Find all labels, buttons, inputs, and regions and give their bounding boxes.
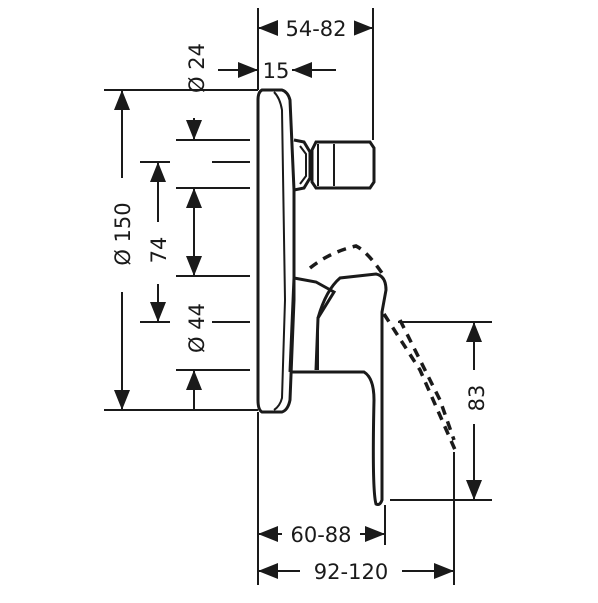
dim-diameter-plate-label: Ø 150 xyxy=(111,202,135,265)
dim-handle-reach-open: 92-120 xyxy=(258,557,454,585)
dim-handle-reach-label: 60-88 xyxy=(290,523,351,547)
dim-top-width-label: 54-82 xyxy=(285,17,346,41)
dim-diameter-plate: Ø 150 xyxy=(111,90,135,410)
dim-top-width: 54-82 xyxy=(258,14,373,42)
dim-handle-height: 83 xyxy=(465,322,489,500)
dim-spacing-label: 74 xyxy=(147,237,171,264)
dim-handle-reach-open-label: 92-120 xyxy=(314,560,388,584)
dim-diameter-mid: Ø 44 xyxy=(185,188,209,410)
lever-handle xyxy=(288,272,388,506)
dim-handle-reach: 60-88 xyxy=(258,520,385,548)
lever-handle-open-position xyxy=(308,244,458,453)
dim-plate-offset-label: 15 xyxy=(263,59,290,83)
dim-spacing: 74 xyxy=(147,162,171,322)
dim-diameter-mid-label: Ø 44 xyxy=(185,303,209,353)
dim-diameter-small-label: Ø 24 xyxy=(185,43,209,93)
dim-diameter-small: Ø 24 xyxy=(185,43,209,210)
dim-handle-height-label: 83 xyxy=(465,385,489,412)
dim-plate-offset: 15 xyxy=(218,59,336,83)
wall-plate xyxy=(256,88,296,414)
diverter-knob xyxy=(293,138,376,192)
